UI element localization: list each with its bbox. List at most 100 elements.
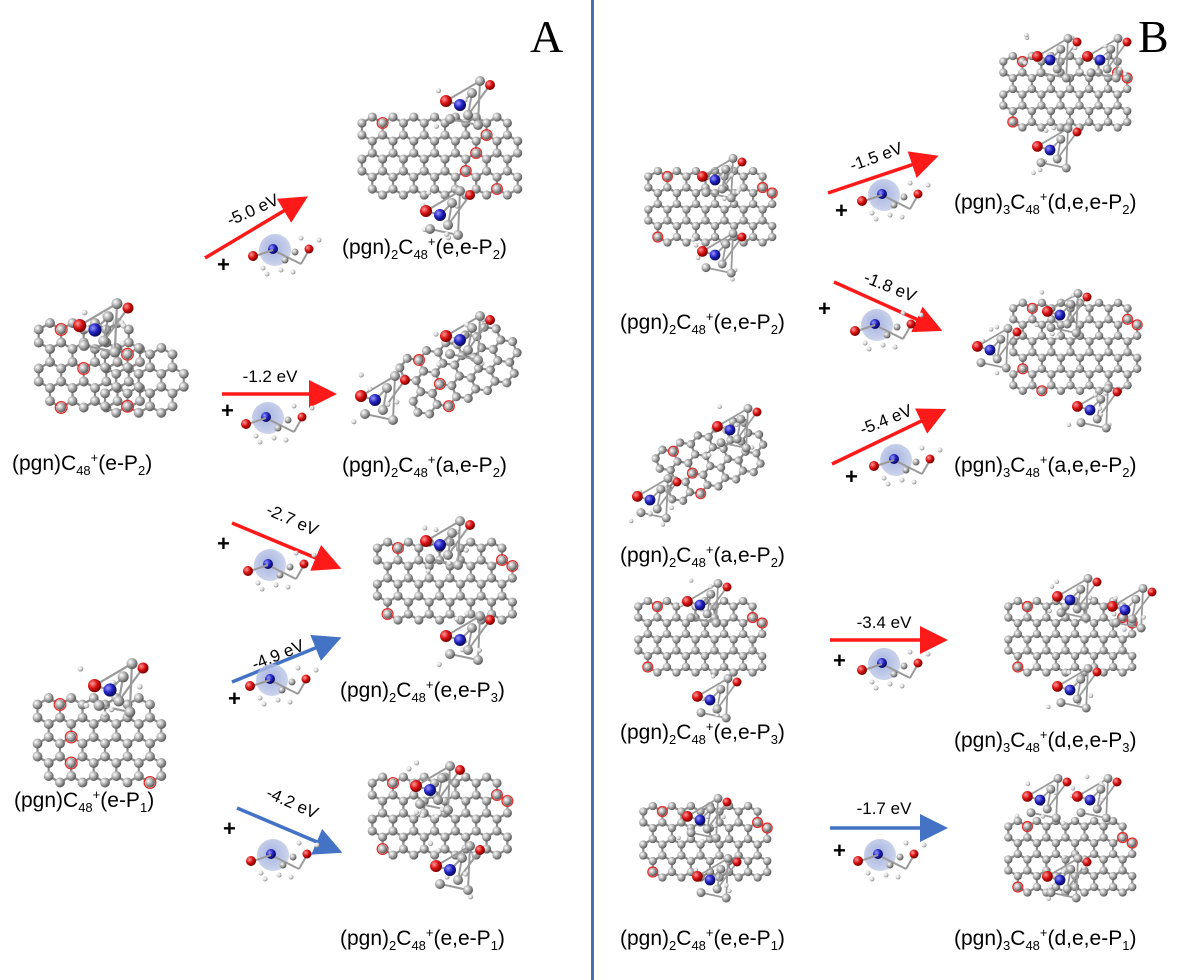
- plus-sign-A3: +: [217, 531, 230, 556]
- graphene-flake-B-product-dee-P2-0: [999, 51, 1133, 132]
- molecule-A-reactant-e-P2: [33, 298, 189, 418]
- graphene-flake-A-product-ae-P2-0: [395, 322, 522, 419]
- arrow-A5: [236, 806, 343, 855]
- molecule-label-A_ae_P2: (pgn)2C48+(a,e-P2): [342, 452, 507, 481]
- pgn-group-B-reactant-ae-P2-0: [628, 473, 682, 527]
- graphene-flake-B-product-dee-P3-0: [1004, 596, 1138, 677]
- molecule-A-product-ae-P2: [351, 311, 522, 425]
- molecule-B-reactant-ae-P2: [628, 403, 768, 527]
- pgn-group-A-product-ee-P1-1: [427, 840, 485, 900]
- molecule-label-B_dee_P3: (pgn)3C48+(d,e,e-P3): [954, 727, 1137, 756]
- plus-sign-A2: +: [221, 398, 234, 423]
- pgn-group-B-product-dee-P1-0: [1014, 773, 1072, 826]
- pgn-group-A-product-ee-P3-0: [420, 516, 475, 574]
- pgn-group-A-product-ee-P3-1: [436, 610, 495, 667]
- reagent-pgn-B1: [857, 179, 931, 222]
- panel-label-a: A: [530, 11, 564, 62]
- reagent-pgn-B4: [857, 648, 931, 691]
- energy-label-B4: -3.4 eV: [857, 613, 912, 632]
- molecule-A-product-ee-P2: [357, 76, 523, 241]
- graphene-flake-B-reactant-ee-P3-0: [634, 596, 768, 677]
- plus-sign-A4: +: [228, 686, 241, 711]
- graphene-flake-A-product-ee-P2-0: [357, 112, 523, 200]
- arrow-A3: [231, 521, 342, 571]
- energy-label-B5: -1.7 eV: [857, 799, 912, 818]
- molecule-B-product-dee-P2: [999, 32, 1133, 176]
- plus-sign-B2: +: [818, 296, 831, 321]
- plus-sign-A5: +: [223, 816, 236, 841]
- molecule-B-reactant-ee-P3: [634, 578, 768, 723]
- graphene-flake-B-product-aee-P2-0: [1009, 298, 1143, 397]
- energy-label-A3: -2.7 eV: [263, 500, 321, 540]
- molecule-B-product-dee-P3: [1004, 573, 1157, 713]
- reagent-pgn-B2: [850, 309, 924, 352]
- graphene-flake-A-reactant-e-P2-1: [100, 342, 189, 418]
- pgn-group-A-product-ee-P1-0: [406, 760, 465, 820]
- reaction-arrows: -5.0 eV-1.2 eV-2.7 eV-4.9 eV-4.2 eV-1.5 …: [204, 138, 948, 882]
- plus-sign-A1: +: [217, 252, 230, 277]
- graphene-flake-A-reactant-e-P1-0: [32, 693, 167, 789]
- molecule-label-B_aee_P2: (pgn)3C48+(a,e,e-P2): [954, 452, 1137, 481]
- reagent-pgn-A2: [241, 402, 315, 445]
- molecule-A-product-ee-P3: [372, 516, 519, 667]
- molecule-label-B_ae_P2: (pgn)2C48+(a,e-P2): [620, 542, 785, 571]
- pgn-group-B-product-dee-P2-0: [1022, 32, 1082, 83]
- pgn-group-A-product-ae-P2-0: [351, 371, 410, 425]
- graphene-flake-A-product-ee-P3-0: [372, 537, 519, 625]
- pgn-group-B-reactant-ee-P3-0: [679, 578, 732, 628]
- pgn-group-B-reactant-ee-P1-0: [676, 793, 732, 844]
- pgn-group-B-reactant-ee-P2-0: [697, 153, 747, 203]
- pgn-group-B-product-dee-P2-2: [1031, 123, 1082, 176]
- pgn-group-B-reactant-ae-P2-1: [706, 403, 762, 458]
- pgn-group-B-product-dee-P1-1: [1069, 773, 1122, 823]
- reagent-pgn-A5: [246, 839, 320, 882]
- pgn-group-B-product-aee-P2-1: [1034, 288, 1092, 340]
- pgn-group-B-product-dee-P1-2: [1042, 853, 1092, 903]
- reagent-pgn-B3: [869, 444, 943, 487]
- plus-sign-B1: +: [835, 198, 848, 223]
- molecule-label-B_dee_P1: (pgn)3C48+(d,e,e-P1): [954, 925, 1137, 954]
- energy-label-B2: -1.8 eV: [861, 268, 920, 306]
- panel-label-b: B: [1138, 11, 1169, 62]
- molecule-B-product-aee-P2: [972, 288, 1143, 433]
- arrow-B2: [833, 280, 943, 333]
- molecule-label-B_ee_P3: (pgn)2C48+(e,e-P3): [620, 719, 785, 748]
- molecule-drawings: [32, 32, 1157, 903]
- molecule-label-B_dee_P2: (pgn)3C48+(d,e,e-P2): [954, 189, 1137, 218]
- molecule-label-B_ee_P2: (pgn)2C48+(e,e-P2): [620, 309, 785, 338]
- arrow-B3: [831, 408, 947, 466]
- molecule-B-product-dee-P1: [1004, 773, 1138, 903]
- pgn-group-A-reactant-e-P2-0: [73, 298, 134, 358]
- panel-divider: [591, 0, 594, 980]
- molecule-label-A_e_P2: (pgn)C48+(e-P2): [12, 450, 153, 479]
- pgn-group-B-product-dee-P2-1: [1078, 33, 1132, 83]
- molecule-label-B_ee_P1: (pgn)2C48+(e,e-P1): [620, 925, 785, 954]
- pgn-group-B-reactant-ee-P1-1: [692, 853, 742, 903]
- reagent-pgn-B5: [853, 839, 927, 882]
- pgn-group-B-product-aee-P2-2: [1066, 383, 1122, 433]
- reagent-pgn-A1: [248, 234, 322, 277]
- plus-sign-B4: +: [833, 648, 846, 673]
- plus-sign-B3: +: [845, 464, 858, 489]
- arrow-A1: [204, 196, 309, 260]
- arrow-B1: [827, 151, 939, 195]
- graphene-flake-B-reactant-ee-P1-0: [639, 801, 773, 882]
- energy-label-A1: -5.0 eV: [224, 190, 282, 230]
- molecule-A-product-ee-P1: [367, 760, 514, 900]
- molecule-B-reactant-ee-P1: [639, 793, 773, 903]
- reagent-pgn-A4: [245, 664, 319, 707]
- molecule-label-A_ee_P2: (pgn)2C48+(e,e-P2): [342, 234, 507, 263]
- energy-label-A5: -4.2 eV: [263, 783, 321, 823]
- molecule-label-A_ee_P3: (pgn)2C48+(e,e-P3): [340, 677, 505, 706]
- graphene-flake-B-reactant-ee-P2-0: [644, 166, 778, 247]
- molecule-A-reactant-e-P1: [32, 658, 167, 789]
- pgn-group-B-product-dee-P3-0: [1047, 573, 1102, 624]
- plus-sign-B5: +: [833, 838, 846, 863]
- pgn-group-A-product-ee-P2-1: [420, 186, 475, 241]
- pgn-group-B-product-dee-P3-1: [1107, 583, 1157, 633]
- pgn-group-B-reactant-ee-P2-1: [690, 228, 747, 282]
- arrow-A4: [231, 634, 342, 684]
- molecule-label-A_e_P1: (pgn)C48+(e-P1): [14, 787, 155, 816]
- pgn-group-A-product-ee-P2-0: [433, 76, 495, 130]
